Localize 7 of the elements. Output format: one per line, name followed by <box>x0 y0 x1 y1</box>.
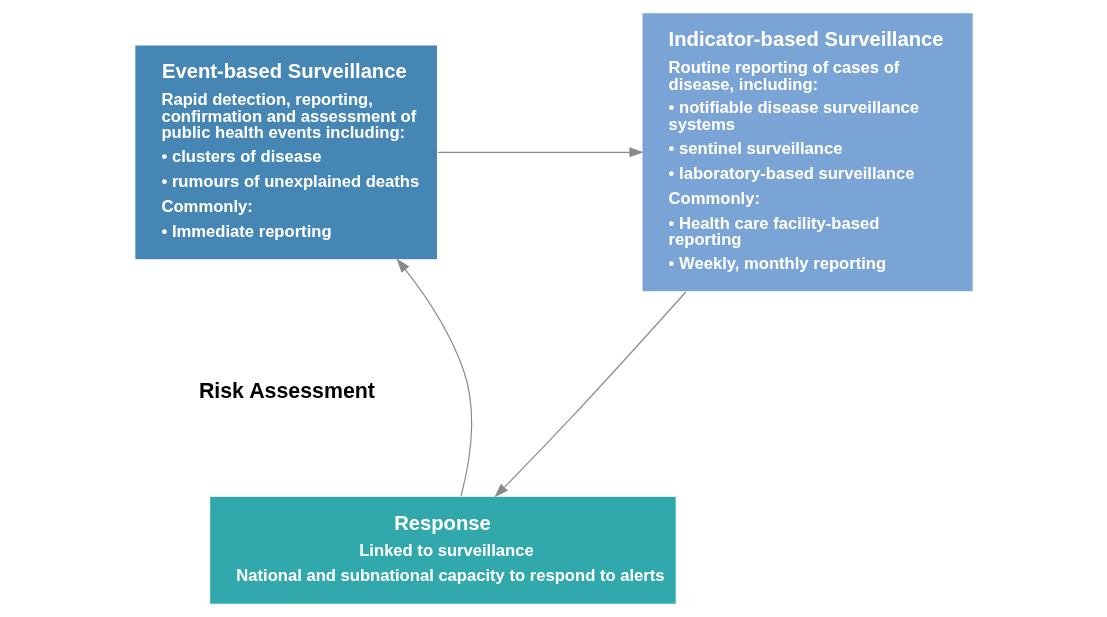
arrow <box>493 291 686 498</box>
label: Risk Assessment <box>198 379 375 404</box>
node-box: Response Linked to surveillance National and subnational capacity to respond to alerts <box>208 495 677 605</box>
arrow <box>396 258 472 497</box>
node-box: Event-based Surveillance Rapid detection, reporting, confirmation and assessment of public health events including: • clusters of disease • rumours of unexplained deaths Commonly: • Immediate reporting <box>133 44 438 261</box>
node-box: Indicator-based Surveillance Routine reporting of cases of disease, including: • notifiable disease surveillance systems • sentinel surveillance • laboratory-based surveillance Commonly: • Health care facility-based reporting • Weekly, monthly reporting <box>640 12 974 293</box>
arrow <box>436 147 644 158</box>
